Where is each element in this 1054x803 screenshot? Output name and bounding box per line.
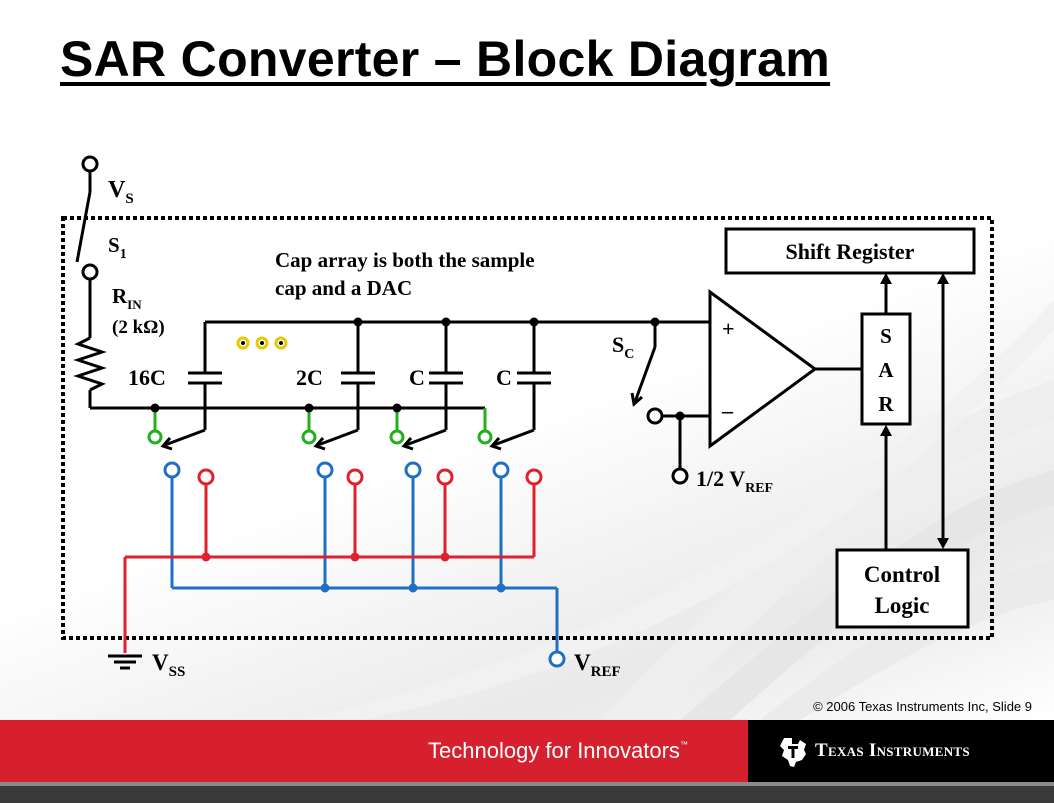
vref-network <box>163 461 566 668</box>
cap-2c <box>341 322 375 430</box>
cap-16c <box>188 322 222 430</box>
vss-network <box>123 468 543 653</box>
vs-terminal <box>81 155 99 173</box>
footer-tagline: Technology for Innovators™ <box>428 738 688 763</box>
slide-title: SAR Converter – Block Diagram <box>60 31 831 87</box>
control-logic-line2: Logic <box>875 593 930 618</box>
vss-label: VSS <box>152 650 185 680</box>
rin-resistor <box>73 336 107 392</box>
bottom-bar <box>0 782 1054 803</box>
sar-letter-s: S <box>880 324 892 348</box>
half-vref-label: 1/2 VREF <box>696 466 773 496</box>
cap-2c-label: 2C <box>296 365 323 390</box>
cap-c1 <box>429 322 463 430</box>
shift-register-label: Shift Register <box>786 239 915 264</box>
sar-block-diagram: VS S1 RIN (2 kΩ) 16C 2C C C <box>61 155 994 680</box>
cap-c2-label: C <box>496 365 512 390</box>
cap-16c-label: 16C <box>128 365 166 390</box>
ti-company-name: Texas Instruments <box>815 740 970 761</box>
sar-letter-a: A <box>878 358 894 382</box>
signal-arrows <box>880 273 949 550</box>
bottom-strip <box>0 782 1054 786</box>
rin-label: RIN <box>112 284 142 312</box>
ti-state-logo-icon <box>780 738 806 767</box>
cap-c2 <box>517 322 551 430</box>
s1-label: S1 <box>108 233 127 262</box>
vs-label: VS <box>108 177 134 207</box>
sc-switch <box>630 322 710 485</box>
control-logic-line1: Control <box>864 562 940 587</box>
annotation-line2: cap and a DAC <box>275 276 412 300</box>
s1-terminal <box>81 263 99 281</box>
cap-switches <box>160 428 535 451</box>
chip-boundary <box>61 216 994 640</box>
comparator-minus: – <box>721 398 734 423</box>
sar-letter-r: R <box>878 392 894 416</box>
control-logic-block <box>835 548 970 629</box>
s1-switch <box>75 191 92 263</box>
ellipsis-dots <box>236 336 288 350</box>
copyright-notice: © 2006 Texas Instruments Inc, Slide 9 <box>813 699 1032 714</box>
ground-icon <box>108 654 142 670</box>
sc-label: SC <box>612 332 634 362</box>
vref-label: VREF <box>574 650 621 680</box>
rin-value: (2 kΩ) <box>112 317 165 338</box>
annotation-line1: Cap array is both the sample <box>275 248 535 272</box>
shift-register-block <box>724 227 976 275</box>
switch-commons <box>147 408 493 445</box>
cap-c1-label: C <box>409 365 425 390</box>
comparator-plus: + <box>722 316 735 341</box>
comparator <box>708 289 818 449</box>
